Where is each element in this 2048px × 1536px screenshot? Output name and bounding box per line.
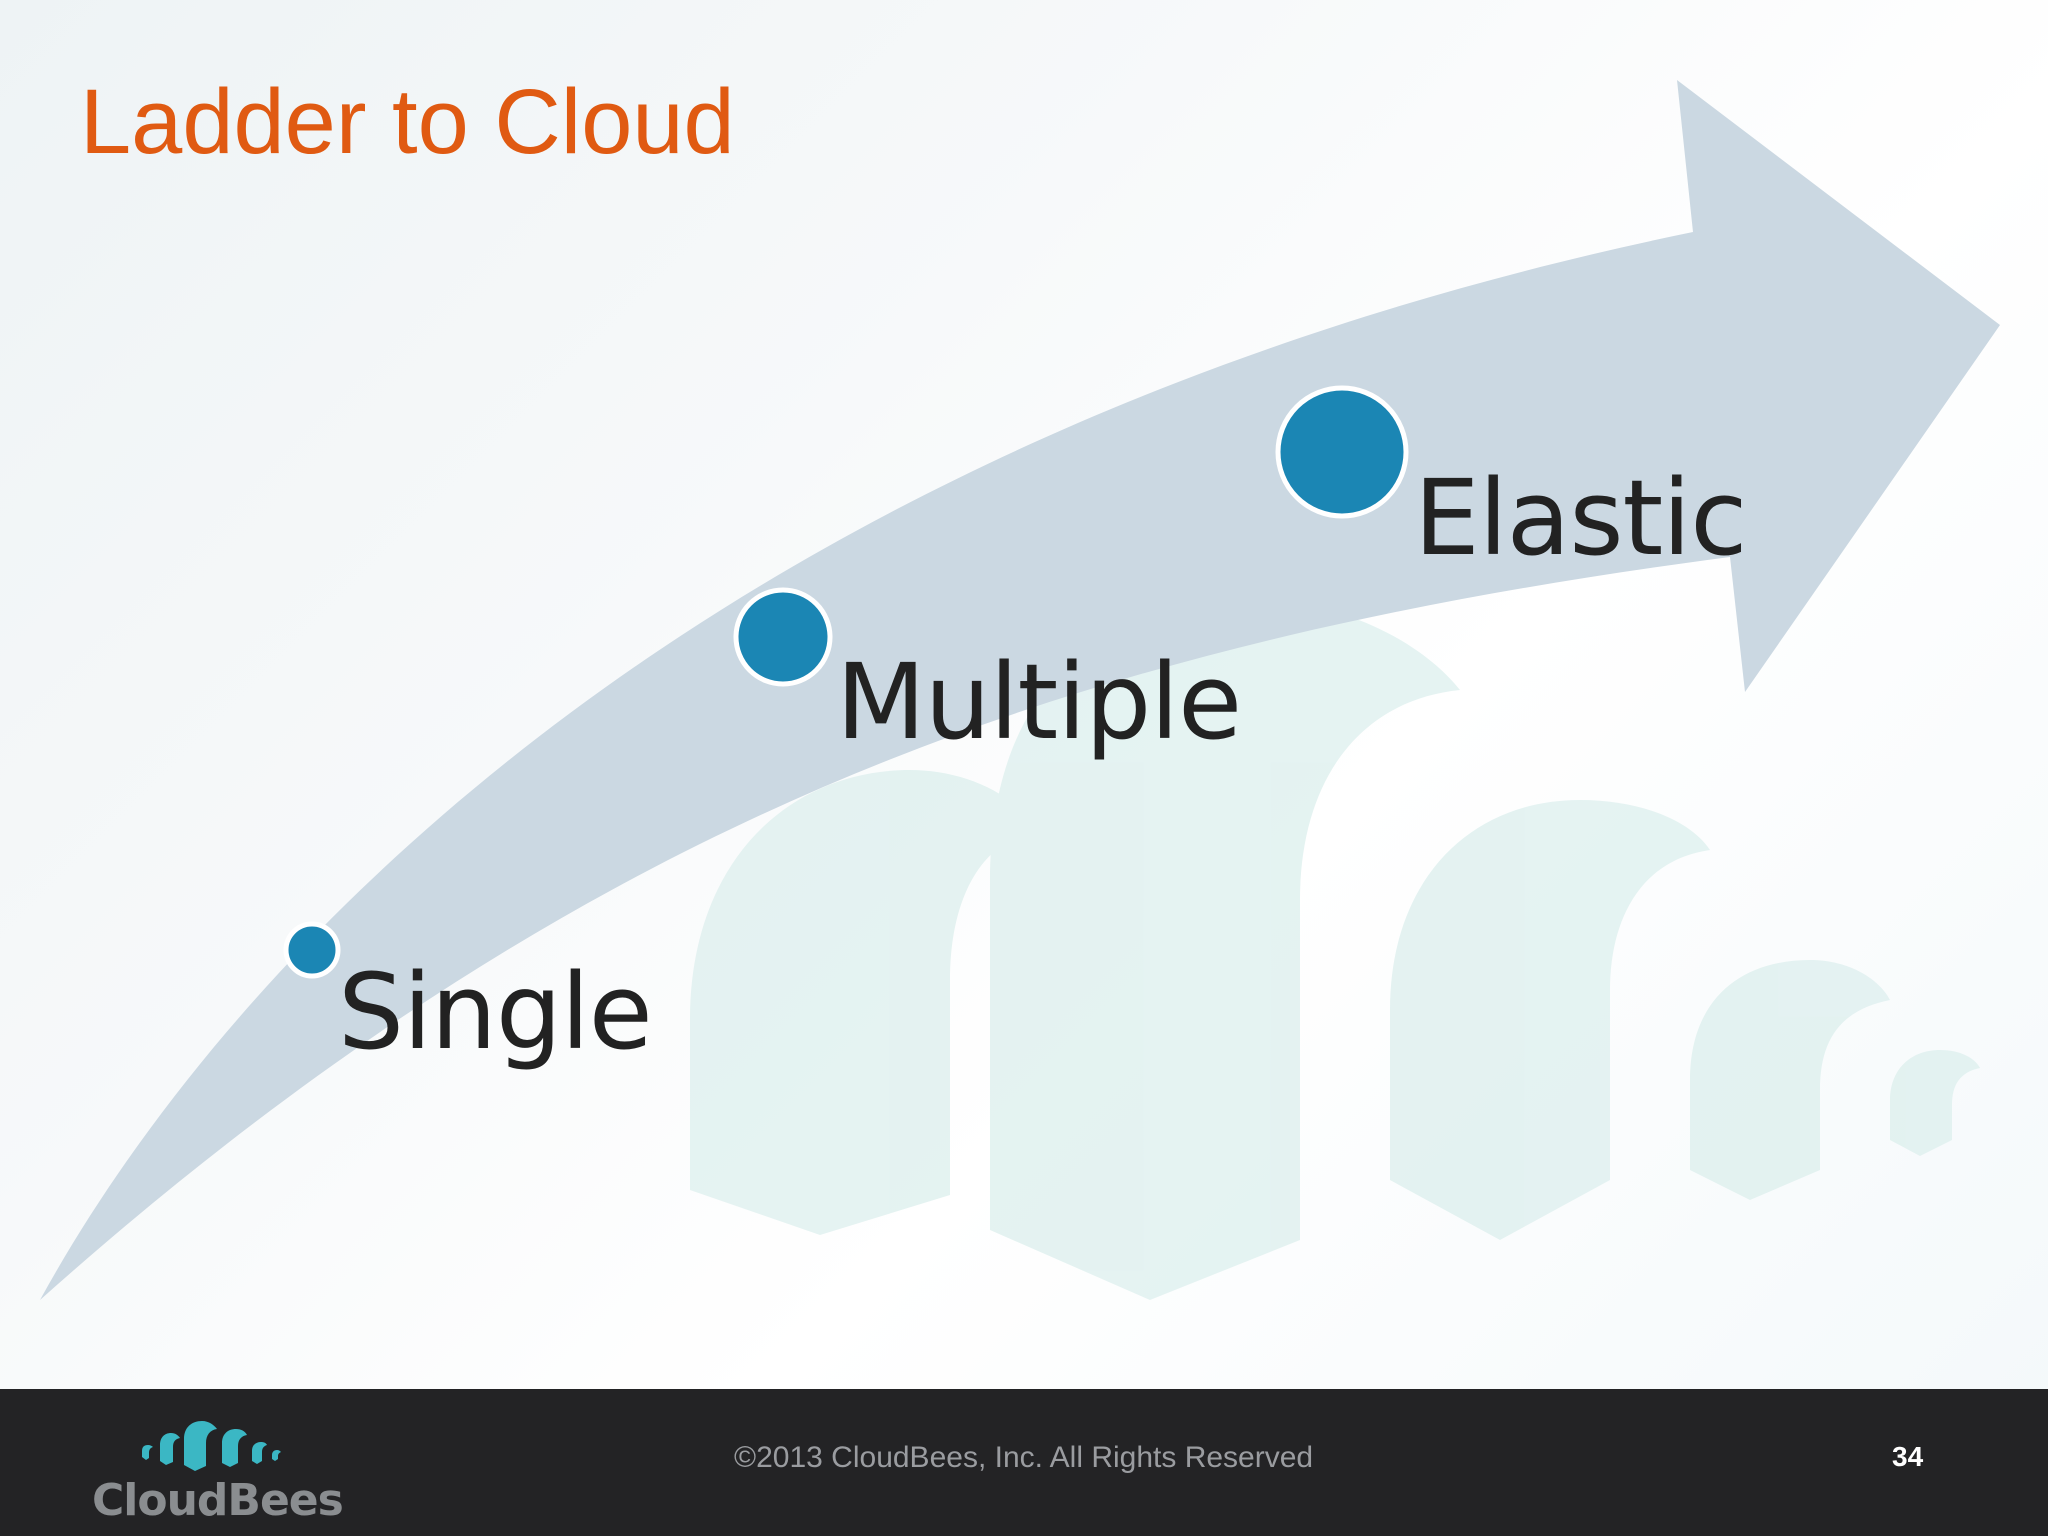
step-dot-elastic (1275, 385, 1409, 519)
step-label-multiple: Multiple (836, 641, 1242, 763)
step-label-single: Single (338, 951, 653, 1073)
cloudbees-logo: CloudBees (88, 1411, 348, 1529)
copyright-text: ©2013 CloudBees, Inc. All Rights Reserve… (734, 1441, 1314, 1474)
slide-title: Ladder to Cloud (80, 71, 735, 173)
step-dot-multiple (733, 587, 833, 687)
logo-wordmark: CloudBees (92, 1475, 344, 1526)
progress-arrow (40, 80, 2000, 1300)
diagram-canvas (40, 80, 2000, 1300)
step-dot-single (283, 921, 341, 979)
footer-bar: CloudBees ©2013 CloudBees, Inc. All Righ… (0, 1389, 2048, 1536)
step-label-elastic: Elastic (1414, 457, 1747, 579)
cloudbees-bee-logo-icon (142, 1421, 281, 1471)
page-number: 34 (1892, 1441, 1924, 1472)
cloud-watermark (690, 600, 1980, 1300)
